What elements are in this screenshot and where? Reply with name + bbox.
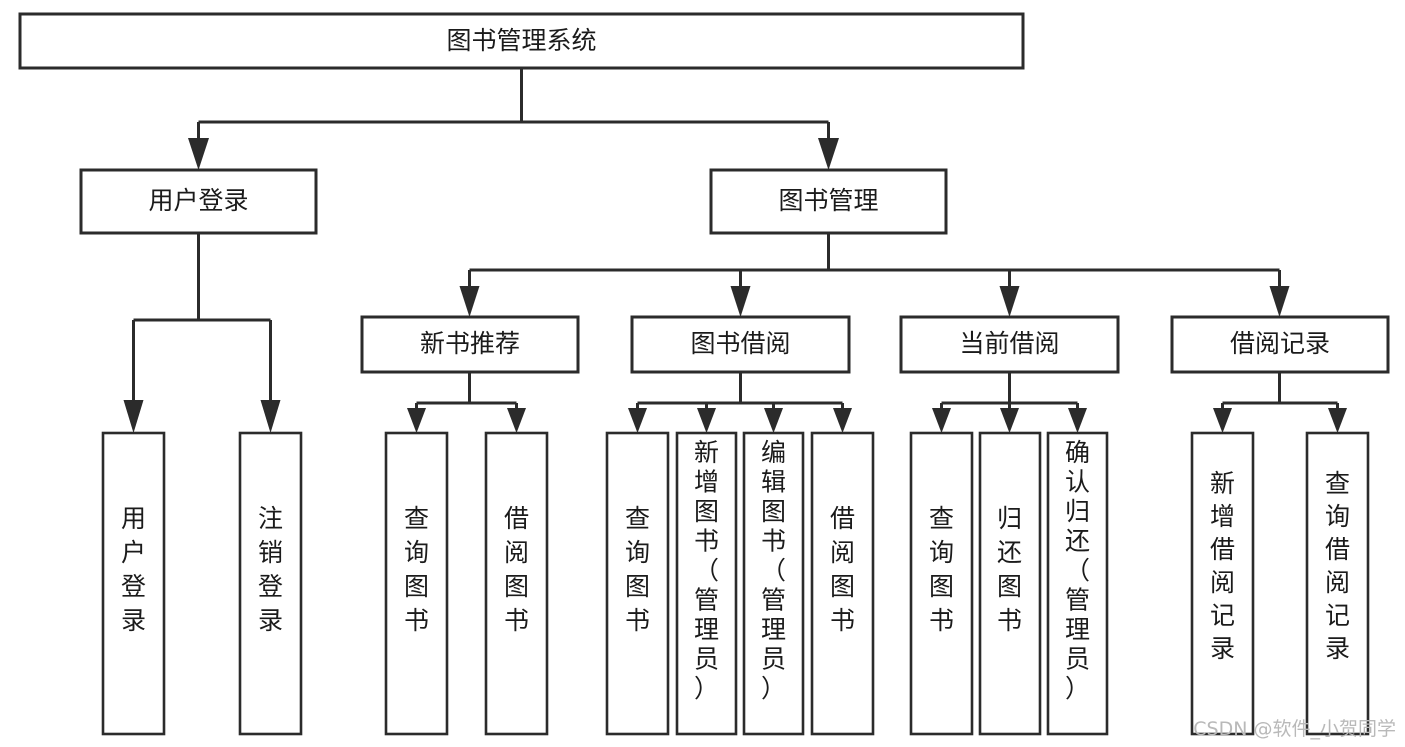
node-root[interactable]: 图书管理系统	[18, 12, 1025, 70]
leaf-bookborrow-query-book-box[interactable]	[605, 431, 670, 736]
node-user-login[interactable]: 用户登录	[79, 168, 318, 235]
arrow-head-newbook-borrow	[507, 408, 526, 433]
arrow-head-leaf-user-login	[123, 400, 144, 433]
leaf-newbook-query-book-box[interactable]	[384, 431, 449, 736]
leaf-newbook-borrow-book-box[interactable]	[484, 431, 549, 736]
node-new-book-recommend[interactable]: 新书推荐	[360, 315, 580, 374]
node-book-manage-box[interactable]	[709, 168, 948, 235]
node-current-borrow[interactable]: 当前借阅	[899, 315, 1120, 374]
arrow-head-currentborrow-return	[1000, 408, 1019, 433]
leaf-user-login-label: 用户登录	[121, 504, 146, 635]
node-book-borrow-box[interactable]	[630, 315, 851, 374]
leaf-currentborrow-query-book-box[interactable]	[909, 431, 974, 736]
node-current-borrow-box[interactable]	[899, 315, 1120, 374]
leaf-bookborrow-borrow-book[interactable]: 借阅图书	[810, 431, 875, 736]
node-book-manage[interactable]: 图书管理	[709, 168, 948, 235]
leaf-logout-box[interactable]	[238, 431, 303, 736]
leaf-currentborrow-query-book-label: 查询图书	[929, 504, 954, 635]
leaf-logout[interactable]: 注销登录	[238, 431, 303, 736]
arrow-head-book-borrow	[730, 286, 751, 317]
arrow-head-currentborrow-confirm	[1068, 408, 1087, 433]
leaf-bookborrow-add-book[interactable]: 新增图书（管理员）	[675, 431, 738, 736]
leaf-currentborrow-confirm-return-label: 确认归还（管理员）	[1065, 438, 1090, 703]
leaf-newbook-borrow-book[interactable]: 借阅图书	[484, 431, 549, 736]
leaf-currentborrow-confirm-return-box[interactable]	[1046, 431, 1109, 736]
csdn-watermark: CSDN @软件_小贺同学	[1193, 718, 1396, 740]
node-current-borrow-label: 当前借阅	[959, 329, 1059, 358]
arrow-head-currentborrow-query	[932, 408, 951, 433]
node-book-borrow-label: 图书借阅	[690, 329, 790, 358]
node-borrow-record-box[interactable]	[1170, 315, 1390, 374]
leaf-currentborrow-return-book-label: 归还图书	[997, 504, 1022, 635]
leaf-bookborrow-edit-book-box[interactable]	[742, 431, 805, 736]
leaf-user-login-box[interactable]	[101, 431, 166, 736]
connector-layer	[123, 68, 1347, 433]
node-book-borrow[interactable]: 图书借阅	[630, 315, 851, 374]
node-root-box[interactable]	[18, 12, 1025, 70]
arrow-head-bookborrow-query	[628, 408, 647, 433]
leaf-currentborrow-confirm-return[interactable]: 确认归还（管理员）	[1046, 431, 1109, 736]
leaf-user-login[interactable]: 用户登录	[101, 431, 166, 736]
leaf-borrowrecord-add-record[interactable]: 新增借阅记录	[1190, 431, 1255, 736]
leaf-borrowrecord-query-record-label: 查询借阅记录	[1325, 469, 1350, 663]
leaf-bookborrow-borrow-book-label: 借阅图书	[830, 504, 855, 635]
arrow-head-leaf-logout	[260, 400, 281, 433]
leaf-bookborrow-query-book[interactable]: 查询图书	[605, 431, 670, 736]
node-user-login-box[interactable]	[79, 168, 318, 235]
leaf-newbook-query-book-label: 查询图书	[404, 504, 429, 635]
leaf-currentborrow-return-book-box[interactable]	[978, 431, 1042, 736]
leaf-borrowrecord-add-record-label: 新增借阅记录	[1210, 469, 1235, 663]
leaf-bookborrow-query-book-label: 查询图书	[625, 504, 650, 635]
leaf-currentborrow-return-book[interactable]: 归还图书	[978, 431, 1042, 736]
arrow-head-bookborrow-edit	[764, 408, 783, 433]
arrow-head-current-borrow	[999, 286, 1020, 317]
node-new-book-recommend-label: 新书推荐	[420, 329, 520, 358]
leaf-bookborrow-edit-book-label: 编辑图书（管理员）	[761, 438, 786, 703]
leaf-logout-label: 注销登录	[258, 504, 283, 635]
leaf-currentborrow-query-book[interactable]: 查询图书	[909, 431, 974, 736]
node-root-label: 图书管理系统	[446, 26, 596, 55]
arrow-head-new-book	[459, 286, 480, 317]
arrow-head-borrowrecord-add	[1213, 408, 1232, 433]
leaf-borrowrecord-query-record[interactable]: 查询借阅记录	[1305, 431, 1370, 736]
leaf-bookborrow-borrow-book-box[interactable]	[810, 431, 875, 736]
arrow-head-user-login	[188, 138, 209, 170]
leaf-newbook-borrow-book-label: 借阅图书	[504, 504, 529, 635]
leaf-bookborrow-add-book-box[interactable]	[675, 431, 738, 736]
arrow-head-bookborrow-borrow	[833, 408, 852, 433]
leaf-bookborrow-add-book-label: 新增图书（管理员）	[694, 438, 719, 703]
arrow-head-bookborrow-add	[697, 408, 716, 433]
node-borrow-record[interactable]: 借阅记录	[1170, 315, 1390, 374]
arrow-head-newbook-query	[407, 408, 426, 433]
leaf-newbook-query-book[interactable]: 查询图书	[384, 431, 449, 736]
node-book-manage-label: 图书管理	[778, 186, 878, 215]
arrow-head-borrow-record	[1269, 286, 1290, 317]
leaf-bookborrow-edit-book[interactable]: 编辑图书（管理员）	[742, 431, 805, 736]
node-new-book-recommend-box[interactable]	[360, 315, 580, 374]
node-user-login-label: 用户登录	[148, 186, 248, 215]
arrow-head-book-manage	[818, 138, 839, 170]
leaf-borrowrecord-query-record-box[interactable]	[1305, 431, 1370, 736]
arrow-head-borrowrecord-query	[1328, 408, 1347, 433]
leaf-borrowrecord-add-record-box[interactable]	[1190, 431, 1255, 736]
node-borrow-record-label: 借阅记录	[1230, 329, 1330, 358]
